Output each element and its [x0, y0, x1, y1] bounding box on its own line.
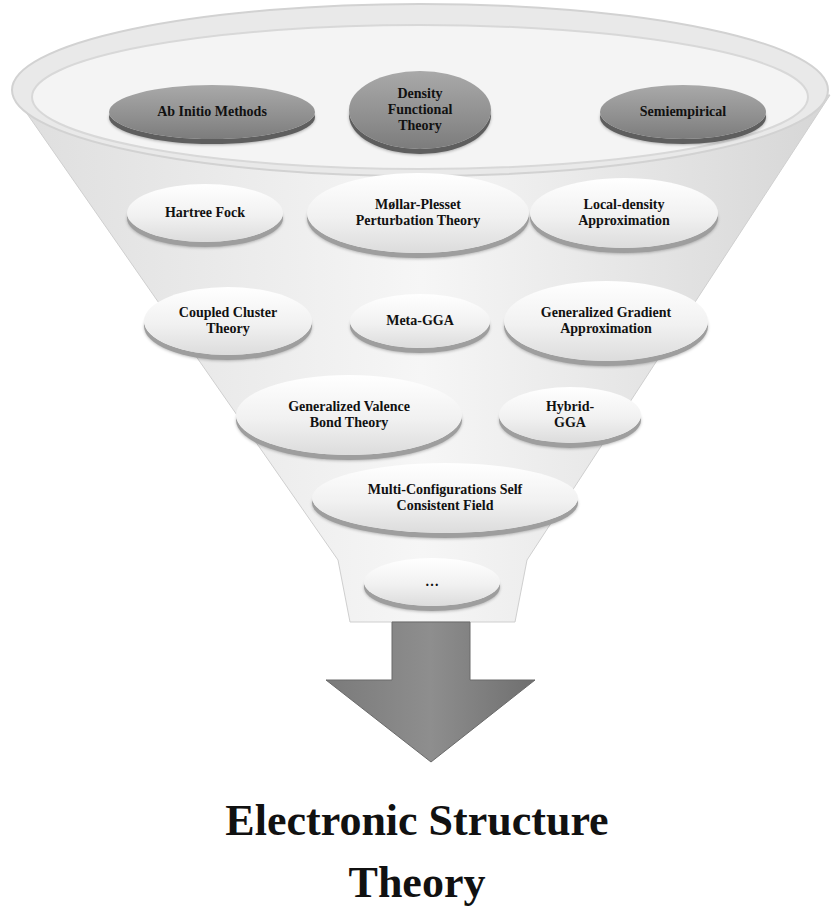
- category-ellipse: Ab Initio Methods: [109, 85, 315, 139]
- method-ellipse: Local-density Approximation: [530, 178, 718, 248]
- method-label: Møllar-Plesset Perturbation Theory: [343, 197, 493, 228]
- category-ellipse: Semiempirical: [600, 85, 766, 139]
- diagram-title: Electronic Structure Theory: [157, 790, 677, 913]
- method-ellipse: Generalized Gradient Approximation: [504, 281, 708, 361]
- method-label: Ab Initio Methods: [137, 104, 287, 120]
- method-ellipse: Meta-GGA: [350, 294, 490, 348]
- method-ellipse: Generalized Valence Bond Theory: [236, 375, 462, 455]
- method-label: Hybrid-GGA: [535, 399, 605, 430]
- category-ellipse: Density Functional Theory: [349, 71, 491, 150]
- method-label: Density Functional Theory: [370, 86, 470, 133]
- method-label: Meta-GGA: [370, 313, 470, 329]
- method-label: Multi-Configurations Self Consistent Fie…: [348, 482, 543, 513]
- funnel-rim: [12, 4, 828, 176]
- method-label: …: [392, 574, 472, 590]
- method-ellipse: Hartree Fock: [127, 184, 283, 242]
- method-label: Semiempirical: [623, 104, 743, 120]
- method-label: Generalized Gradient Approximation: [539, 305, 674, 336]
- method-ellipse: Hybrid-GGA: [499, 387, 641, 443]
- method-label: Hartree Fock: [150, 205, 260, 221]
- method-ellipse: …: [364, 558, 500, 606]
- method-label: Local-density Approximation: [559, 197, 689, 228]
- down-arrow: [326, 622, 535, 762]
- funnel-mouth: [32, 25, 808, 169]
- method-label: Coupled Cluster Theory: [173, 305, 283, 336]
- method-ellipse: Coupled Cluster Theory: [144, 287, 312, 355]
- method-ellipse: Møllar-Plesset Perturbation Theory: [307, 173, 529, 253]
- method-label: Generalized Valence Bond Theory: [274, 399, 424, 430]
- method-ellipse: Multi-Configurations Self Consistent Fie…: [312, 463, 578, 533]
- funnel-body: [14, 95, 830, 622]
